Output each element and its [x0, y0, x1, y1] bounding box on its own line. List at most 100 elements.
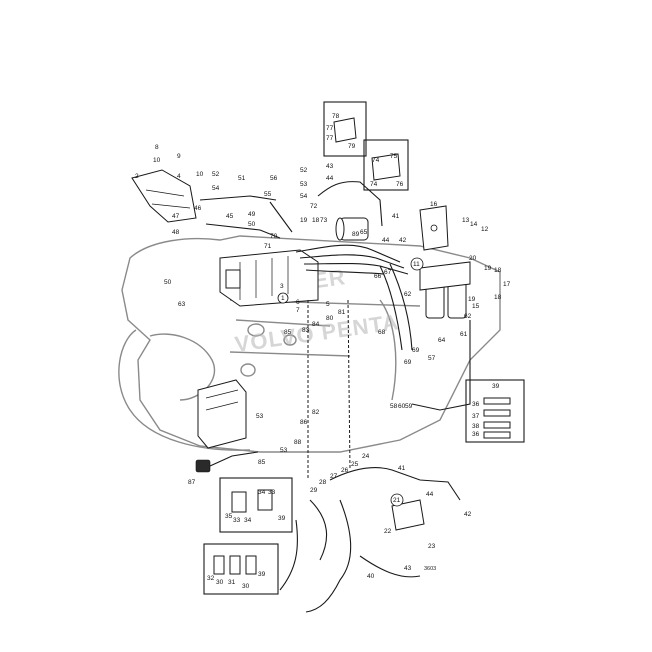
- part-label: 84: [312, 321, 320, 328]
- part-label: 52: [212, 171, 220, 178]
- part-label: 54: [300, 193, 308, 200]
- part-label: 59: [405, 403, 413, 410]
- inset-box-74: [363, 139, 409, 191]
- part-label: 18: [494, 294, 502, 301]
- part-label: 18: [312, 217, 320, 224]
- part-label: 74: [372, 157, 380, 164]
- part-label: 79: [348, 143, 356, 150]
- part-label: 7: [296, 307, 300, 314]
- part-label: 60: [398, 403, 406, 410]
- part-label: 5: [326, 301, 330, 308]
- part-label: 17: [503, 281, 511, 288]
- part-label: 85: [258, 459, 266, 466]
- part-label: 69: [412, 347, 420, 354]
- part-label: 89: [352, 231, 360, 238]
- part-label: 6: [296, 299, 300, 306]
- drawing-code: 3603: [424, 566, 436, 572]
- part-label: 78: [332, 113, 340, 120]
- part-label: 28: [319, 479, 327, 486]
- fuel-filter: [419, 261, 471, 319]
- part-label: 68: [378, 329, 386, 336]
- mounting-plate: [419, 205, 449, 251]
- inset-box-30-32: [203, 543, 279, 595]
- part-label: 31: [228, 579, 236, 586]
- inset-box-78: [323, 101, 367, 157]
- part-label: 50: [248, 221, 256, 228]
- part-label: 19: [484, 265, 492, 272]
- part-label: 19: [300, 217, 308, 224]
- part-label: 32: [207, 575, 215, 582]
- part-label: 57: [428, 355, 436, 362]
- part-label: 80: [326, 315, 334, 322]
- part-label: 51: [238, 175, 246, 182]
- part-label: 33: [233, 517, 241, 524]
- part-label: 12: [481, 226, 489, 233]
- part-label: 30: [242, 583, 250, 590]
- part-label: 33: [268, 489, 276, 496]
- part-label: 49: [248, 211, 256, 218]
- part-label: 73: [320, 217, 328, 224]
- part-label: 42: [464, 511, 472, 518]
- part-label: 39: [278, 515, 286, 522]
- part-label: 23: [428, 543, 436, 550]
- part-label: 63: [178, 301, 186, 308]
- part-label: 36: [472, 401, 480, 408]
- part-label: 10: [196, 171, 204, 178]
- part-label: 52: [300, 167, 308, 174]
- part-label: 44: [382, 237, 390, 244]
- part-label: 47: [172, 213, 180, 220]
- sensor-87: [195, 451, 259, 473]
- part-label: 38: [472, 423, 480, 430]
- part-label: 41: [398, 465, 406, 472]
- part-label: 2: [135, 173, 139, 180]
- part-label: 77: [326, 125, 334, 132]
- part-callouts: 2 3 4 5 6 7 8 9 10 10 12 13 14 15 16 17 …: [135, 113, 511, 590]
- part-label: 82: [312, 409, 320, 416]
- part-label: 81: [338, 309, 346, 316]
- part-label: 62: [464, 313, 472, 320]
- injection-pump: [219, 249, 319, 307]
- part-label: 35: [225, 513, 233, 520]
- part-label: 44: [326, 175, 334, 182]
- circled-label-11: 11: [413, 261, 420, 268]
- part-label: 36: [472, 431, 480, 438]
- part-label: 8: [155, 144, 159, 151]
- part-label: 34: [244, 517, 252, 524]
- part-label: 67: [384, 269, 392, 276]
- part-label: 55: [264, 191, 272, 198]
- part-label: 53: [256, 413, 264, 420]
- part-label: 85: [284, 329, 292, 336]
- lower-valve-assembly: [279, 299, 461, 613]
- part-label: 48: [172, 229, 180, 236]
- circled-references: 1 11 21: [277, 257, 424, 507]
- part-label: 65: [360, 229, 368, 236]
- part-label: 88: [294, 439, 302, 446]
- part-label: 74: [370, 181, 378, 188]
- part-label: 29: [310, 487, 318, 494]
- part-label: 26: [341, 467, 349, 474]
- part-label: 86: [300, 419, 308, 426]
- part-label: 22: [384, 528, 392, 535]
- part-label: 40: [367, 573, 375, 580]
- part-label: 39: [258, 571, 266, 578]
- part-label: 39: [492, 383, 500, 390]
- inset-box-36-39: [465, 379, 525, 443]
- part-label: 83: [302, 327, 310, 334]
- part-label: 41: [392, 213, 400, 220]
- stop-solenoid: [335, 217, 369, 241]
- part-label: 87: [188, 479, 196, 486]
- watermark-line-2: VOLVO PENTA: [233, 309, 400, 357]
- part-label: 70: [270, 233, 278, 240]
- engine-block-outline: [118, 235, 501, 453]
- part-label: 13: [462, 217, 470, 224]
- inset-box-33-35: [219, 477, 293, 533]
- part-label: 76: [396, 181, 404, 188]
- part-label: 25: [351, 461, 359, 468]
- part-label: 16: [430, 201, 438, 208]
- part-label: 3: [280, 283, 284, 290]
- part-label: 64: [438, 337, 446, 344]
- part-label: 53: [280, 447, 288, 454]
- part-label: 9: [177, 153, 181, 160]
- part-label: 53: [300, 181, 308, 188]
